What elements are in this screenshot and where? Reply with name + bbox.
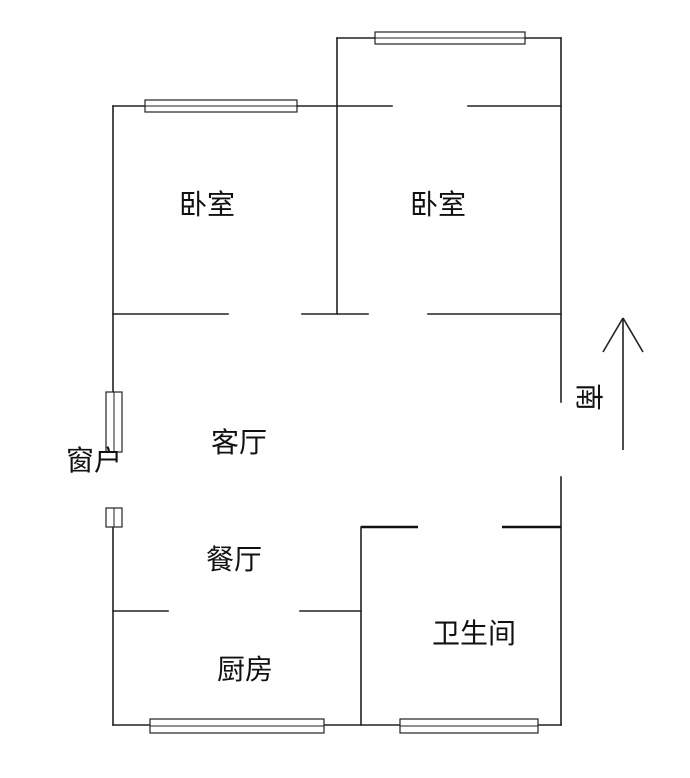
window-living-upper bbox=[105, 391, 123, 453]
south-arrow-icon bbox=[602, 317, 644, 450]
kitchen-label: 厨房 bbox=[217, 653, 273, 686]
window-bedroom-left bbox=[144, 99, 298, 113]
dining-room-label: 餐厅 bbox=[206, 543, 262, 576]
bedroom-right-label: 卧室 bbox=[410, 188, 466, 221]
bathroom-label: 卫生间 bbox=[432, 617, 516, 650]
window-kitchen bbox=[149, 718, 325, 734]
bedroom-left-label: 卧室 bbox=[179, 188, 235, 221]
window-living-lower bbox=[105, 507, 123, 528]
window-label: 窗户 bbox=[66, 444, 122, 477]
living-room-label: 客厅 bbox=[211, 426, 267, 459]
orientation-label: 南 bbox=[572, 383, 605, 411]
window-bedroom-right bbox=[374, 31, 526, 45]
window-bathroom bbox=[399, 718, 539, 734]
